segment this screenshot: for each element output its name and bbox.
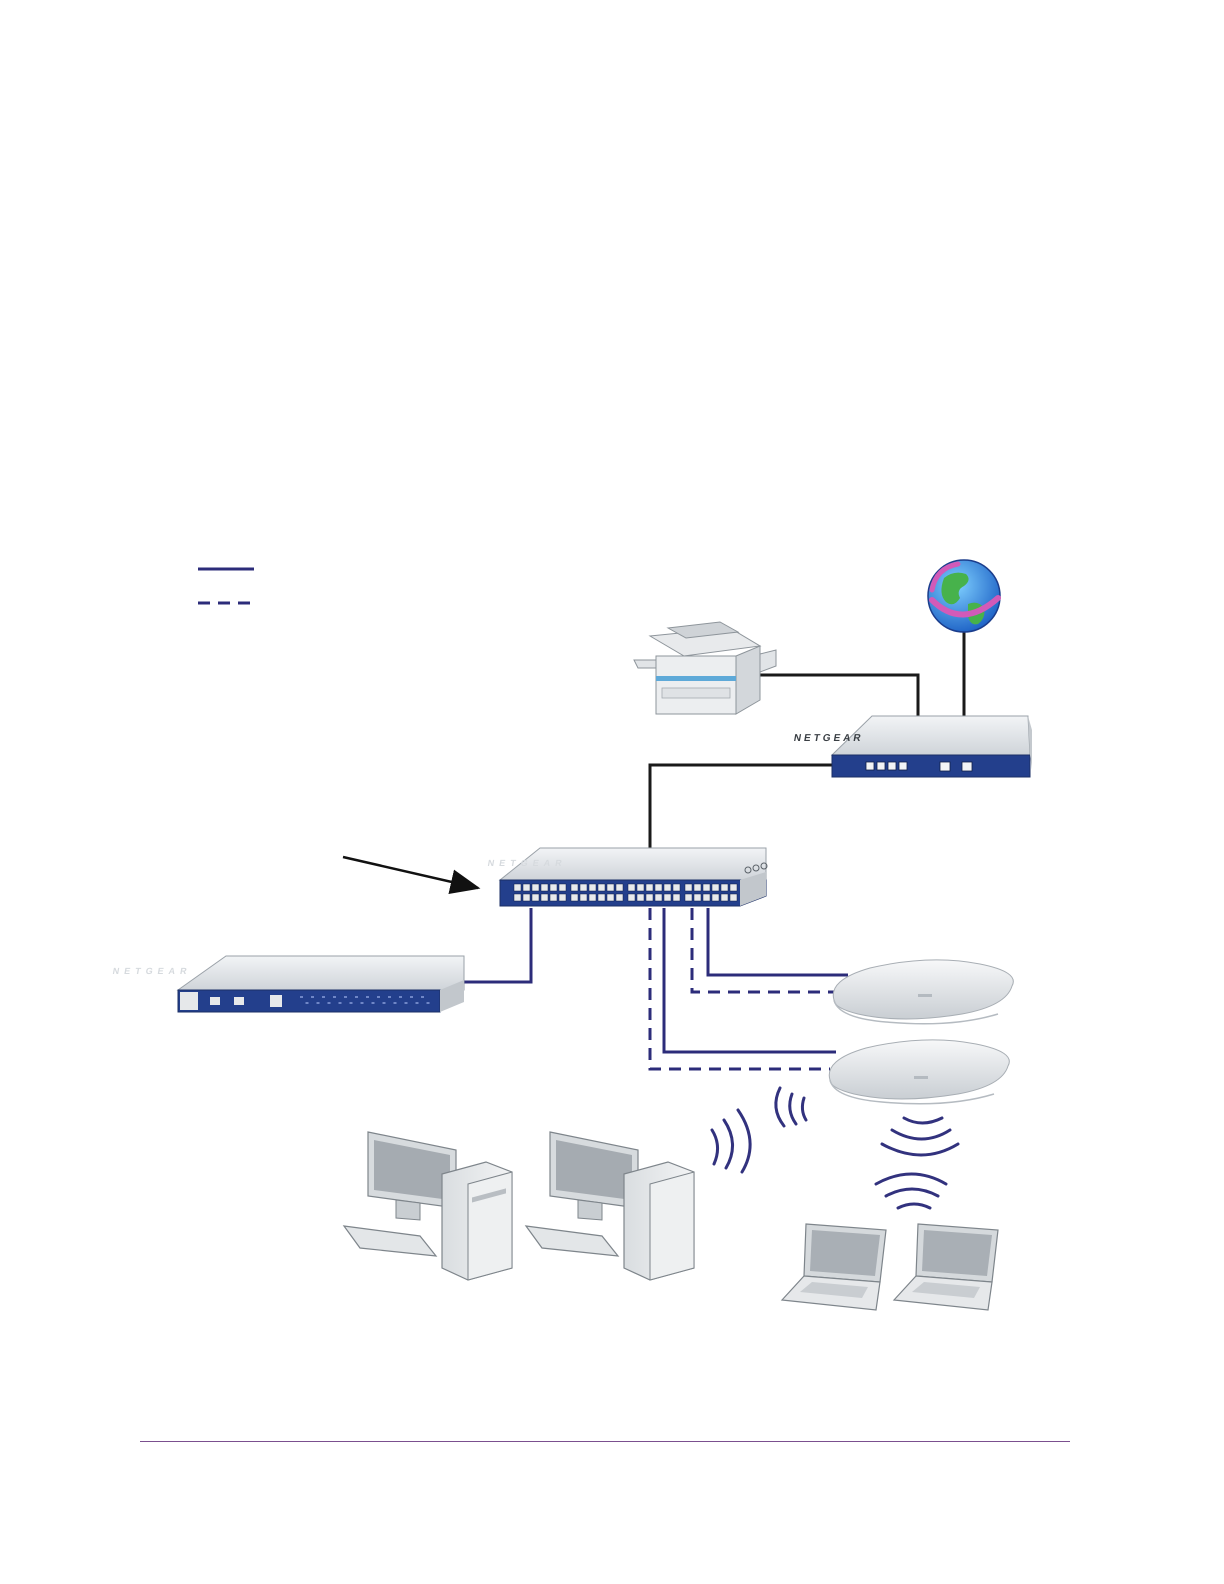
controller-led bbox=[421, 996, 424, 998]
switch-port bbox=[664, 894, 671, 901]
controller-led bbox=[372, 1002, 375, 1004]
switch-port bbox=[694, 884, 701, 891]
controller-led bbox=[405, 1002, 408, 1004]
switch-port bbox=[514, 884, 521, 891]
switch-port bbox=[721, 894, 728, 901]
switch-port bbox=[637, 884, 644, 891]
switch-port bbox=[685, 894, 692, 901]
link-switch-controller bbox=[460, 908, 531, 982]
switch-port bbox=[655, 894, 662, 901]
link-switch-ap2-tunnel bbox=[650, 908, 830, 1069]
controller-led bbox=[416, 1002, 419, 1004]
switch-port bbox=[550, 884, 557, 891]
switch-port bbox=[589, 894, 596, 901]
controller-led bbox=[377, 996, 380, 998]
controller-led bbox=[383, 1002, 386, 1004]
wireless-signal-icon bbox=[712, 1088, 958, 1208]
switch-port bbox=[532, 884, 539, 891]
router-device: NETGEAR bbox=[793, 716, 1032, 777]
switch-port bbox=[616, 884, 623, 891]
switch-port bbox=[703, 884, 710, 891]
switch-port bbox=[580, 884, 587, 891]
link-switch-ap1-tunnel bbox=[692, 908, 836, 992]
switch-port bbox=[628, 894, 635, 901]
controller-led bbox=[333, 996, 336, 998]
controller-led bbox=[322, 996, 325, 998]
controller-led bbox=[399, 996, 402, 998]
controller-led bbox=[311, 996, 314, 998]
callout-arrow bbox=[343, 857, 478, 888]
controller-led bbox=[427, 1002, 430, 1004]
switch-port bbox=[712, 884, 719, 891]
switch-port bbox=[598, 884, 605, 891]
switch-port bbox=[694, 894, 701, 901]
globe-icon bbox=[928, 560, 1000, 632]
controller-led bbox=[306, 1002, 309, 1004]
desktop-computer-1 bbox=[344, 1132, 512, 1280]
access-point-2 bbox=[829, 1040, 1009, 1104]
switch-port bbox=[571, 884, 578, 891]
switch-port bbox=[514, 894, 521, 901]
controller-led bbox=[344, 996, 347, 998]
link-switch-ap1-wired bbox=[708, 908, 848, 975]
switch-port bbox=[703, 894, 710, 901]
switch-port bbox=[655, 884, 662, 891]
wireless-controller-device: NETGEAR bbox=[112, 956, 464, 1012]
switch-port bbox=[598, 894, 605, 901]
switch-port bbox=[541, 884, 548, 891]
switch-port bbox=[646, 884, 653, 891]
switch-port bbox=[580, 894, 587, 901]
switch-port bbox=[541, 894, 548, 901]
controller-led bbox=[350, 1002, 353, 1004]
switch-port bbox=[532, 894, 539, 901]
switch-port bbox=[523, 884, 530, 891]
switch-port bbox=[637, 894, 644, 901]
controller-led bbox=[317, 1002, 320, 1004]
footer-rule bbox=[140, 1441, 1070, 1442]
legend bbox=[198, 569, 254, 603]
link-printer-router bbox=[760, 675, 918, 720]
controller-brand-text: NETGEAR bbox=[112, 966, 193, 976]
access-point-1 bbox=[833, 960, 1013, 1024]
controller-led bbox=[300, 996, 303, 998]
printer-icon bbox=[634, 622, 776, 714]
controller-led bbox=[355, 996, 358, 998]
link-router-switch bbox=[650, 765, 832, 848]
switch-port bbox=[721, 884, 728, 891]
switch-port bbox=[523, 894, 530, 901]
switch-brand-text: NETGEAR bbox=[487, 858, 568, 868]
controller-led bbox=[366, 996, 369, 998]
switch-port bbox=[589, 884, 596, 891]
switch-port bbox=[685, 884, 692, 891]
switch-port bbox=[628, 884, 635, 891]
switch-port bbox=[673, 884, 680, 891]
controller-led bbox=[339, 1002, 342, 1004]
desktop-computer-2 bbox=[526, 1132, 694, 1280]
controller-led bbox=[394, 1002, 397, 1004]
link-switch-ap2-wired bbox=[664, 908, 836, 1052]
switch-port bbox=[664, 884, 671, 891]
switch-port bbox=[559, 884, 566, 891]
switch-port bbox=[646, 894, 653, 901]
switch-port bbox=[616, 894, 623, 901]
switch-port bbox=[673, 894, 680, 901]
switch-port bbox=[607, 894, 614, 901]
laptop-computer-2 bbox=[894, 1224, 998, 1310]
router-brand-text: NETGEAR bbox=[793, 733, 865, 744]
laptop-computer-1 bbox=[782, 1224, 886, 1310]
switch-port bbox=[559, 894, 566, 901]
controller-led bbox=[328, 1002, 331, 1004]
switch-port bbox=[730, 884, 737, 891]
switch-port bbox=[571, 894, 578, 901]
controller-led bbox=[361, 1002, 364, 1004]
switch-port bbox=[607, 884, 614, 891]
main-switch-device: NETGEAR bbox=[487, 848, 767, 906]
switch-port bbox=[550, 894, 557, 901]
switch-port bbox=[712, 894, 719, 901]
controller-led bbox=[410, 996, 413, 998]
controller-led bbox=[388, 996, 391, 998]
switch-port bbox=[730, 894, 737, 901]
